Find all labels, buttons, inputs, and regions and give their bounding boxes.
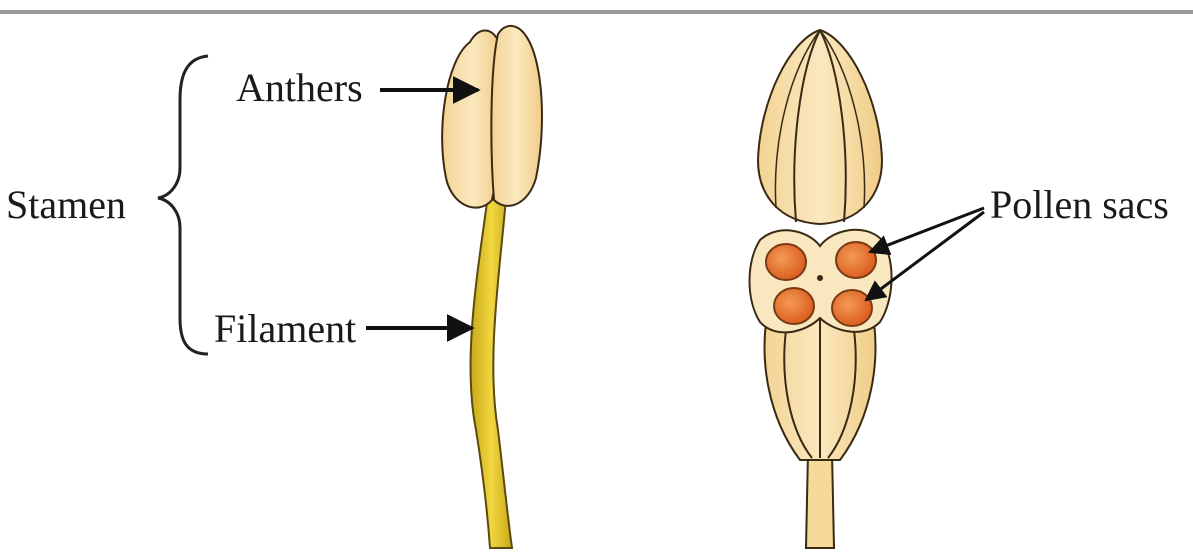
pollen-sac-top-right [836, 242, 876, 278]
label-filament: Filament [214, 306, 356, 351]
section-upper-body [758, 30, 882, 224]
label-pollen-sacs: Pollen sacs [990, 182, 1169, 227]
pollen-sac-bottom-left [774, 288, 814, 324]
stamen-brace [158, 56, 208, 354]
arrow-pollen-sac-upper [870, 208, 984, 252]
pollen-sac-bottom-right [832, 290, 872, 326]
pollen-sac-top-left [766, 244, 806, 280]
anther-lobe-right [491, 26, 542, 206]
anther-section-illustration [750, 30, 892, 548]
section-filament [806, 452, 834, 548]
stamen-illustration [442, 26, 542, 548]
label-anthers: Anthers [236, 65, 363, 110]
label-stamen: Stamen [6, 182, 126, 227]
filament-shape [471, 195, 512, 548]
